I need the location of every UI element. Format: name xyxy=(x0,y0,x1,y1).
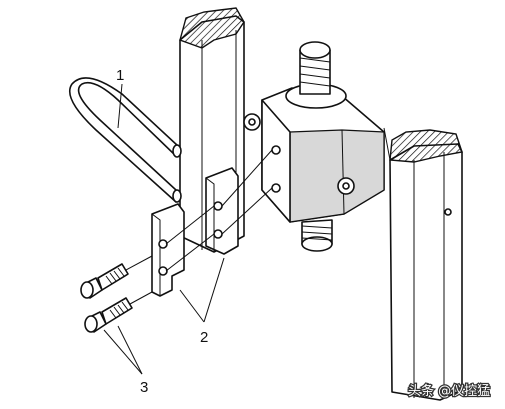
watermark: 头条 @仪控猛 xyxy=(407,382,492,401)
clamp-plate-rear xyxy=(205,167,239,255)
right-profile-column xyxy=(383,127,463,401)
socket-bolt-upper xyxy=(80,263,129,299)
callout-leaders xyxy=(103,83,225,375)
callout-label-1: 1 xyxy=(116,67,124,84)
hex-mount-block xyxy=(243,41,385,252)
assembly-guide-lines xyxy=(125,149,273,305)
callout-label-3: 3 xyxy=(140,379,148,396)
socket-bolt-lower xyxy=(84,297,133,333)
u-bolt xyxy=(68,77,182,203)
clamp-plate-front xyxy=(151,203,185,297)
watermark-text: 头条 @仪控猛 xyxy=(408,383,490,399)
callout-label-2: 2 xyxy=(200,329,208,346)
